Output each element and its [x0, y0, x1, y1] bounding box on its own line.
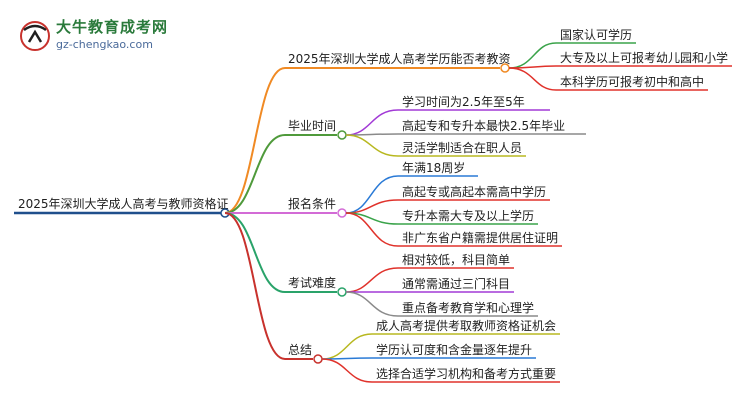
leaf-label-1-2: 灵活学制适合在职人员 [402, 140, 522, 155]
branch-node-dot-4 [313, 354, 323, 364]
leaf-label-4-0: 成人高考提供考取教师资格证机会 [376, 318, 556, 333]
leaf-label-0-0: 国家认可学历 [560, 27, 632, 42]
logo-title: 大牛教育成考网 [56, 18, 169, 36]
leaf-connector-1-0 [345, 109, 399, 136]
leaf-connector-3-2 [345, 291, 399, 317]
leaf-label-0-1: 大专及以上可报考幼儿园和小学 [560, 50, 728, 65]
logo: 大牛教育成考网 gz-chengkao.com [18, 12, 228, 60]
leaf-connector-0-2 [508, 67, 557, 91]
leaf-connector-4-0 [321, 333, 373, 360]
leaf-label-4-1: 学历认可度和含金量逐年提升 [376, 342, 532, 357]
leaf-connector-0-0 [508, 42, 557, 69]
leaf-connector-2-3 [345, 212, 399, 247]
leaf-label-3-0: 相对较低，科目简单 [402, 252, 510, 267]
branch-node-dot-1 [337, 130, 347, 140]
branch-label-2: 报名条件 [288, 196, 336, 211]
leaf-connector-3-0 [345, 267, 399, 293]
branch-node-dot-3 [337, 287, 347, 297]
leaf-label-1-0: 学习时间为2.5年至5年 [402, 94, 525, 109]
leaf-label-3-1: 通常需通过三门科目 [402, 276, 510, 291]
root-node-label: 2025年深圳大学成人高考与教师资格证 [18, 196, 229, 211]
leaf-connector-1-2 [345, 134, 399, 157]
leaf-label-3-2: 重点备考教育学和心理学 [402, 300, 534, 315]
branch-node-dot-0 [500, 63, 510, 73]
leaf-label-2-0: 年满18周岁 [402, 160, 465, 175]
branch-connector-3 [224, 212, 286, 293]
leaf-label-2-1: 高起专或高起本需高中学历 [402, 184, 546, 199]
leaf-connector-4-2 [321, 358, 373, 383]
leaf-label-4-2: 选择合适学习机构和备考方式重要 [376, 366, 556, 381]
branch-label-3: 考试难度 [288, 275, 336, 290]
leaf-label-2-3: 非广东省户籍需提供居住证明 [402, 230, 558, 245]
branch-node-dot-2 [337, 208, 347, 218]
leaf-label-2-2: 专升本需大专及以上学历 [402, 208, 534, 223]
branch-label-4: 总结 [288, 343, 312, 357]
leaf-label-1-1: 高起专和专升本最快2.5年毕业 [402, 118, 565, 133]
leaf-label-0-2: 本科学历可报考初中和高中 [560, 74, 704, 89]
bull-logo-icon [20, 21, 50, 51]
branch-connector-1 [224, 134, 286, 214]
leaf-connector-2-0 [345, 175, 399, 214]
branch-connector-4 [224, 212, 286, 360]
logo-url: gz-chengkao.com [56, 38, 153, 51]
branch-connector-0 [224, 67, 286, 214]
branch-label-0: 2025年深圳大学成人高考学历能否考教资 [288, 51, 511, 66]
branch-label-1: 毕业时间 [288, 119, 336, 133]
